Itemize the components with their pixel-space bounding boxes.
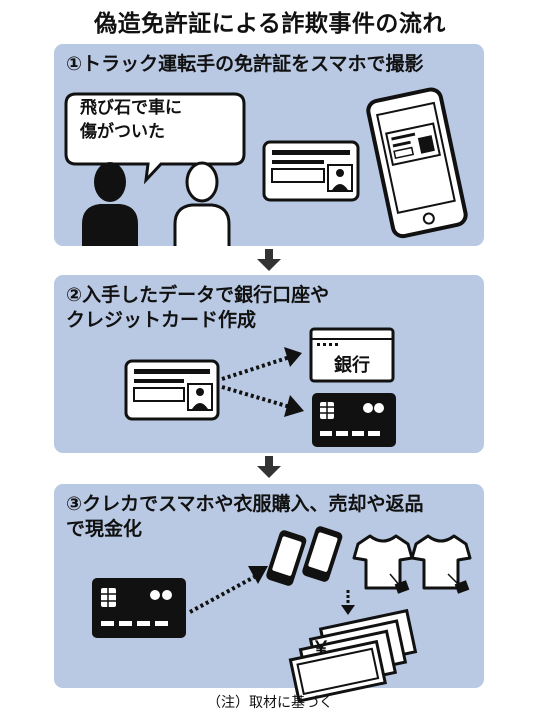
yen-symbol: ￥ <box>312 638 330 659</box>
bank-passbook-icon <box>309 327 395 383</box>
credit-card-icon <box>92 578 186 638</box>
credit-card-icon <box>312 393 396 447</box>
speech-bubble-line-2: 傷がついた <box>80 122 165 142</box>
page-title: 偽造免許証による詐欺事件の流れ <box>94 11 446 37</box>
down-arrow-icon <box>257 249 281 271</box>
step-2-text-line-1: ②入手したデータで銀行口座や <box>66 284 330 306</box>
dotted-down-arrow-icon <box>341 590 355 615</box>
step-3-text-line-2: で現金化 <box>66 518 143 540</box>
bank-label: 銀行 <box>334 355 370 376</box>
cash-bills-icon <box>288 608 418 703</box>
dotted-arrow-to-card-icon <box>221 385 304 417</box>
step-2-text-line-2: クレジットカード作成 <box>66 309 257 331</box>
license-card-icon <box>262 140 360 202</box>
step-2-panel: ②入手したデータで銀行口座や クレジットカード作成 銀行 <box>54 275 484 453</box>
step-1-text: ①トラック運転手の免許証をスマホで撮影 <box>66 53 424 75</box>
license-card-icon <box>124 359 220 421</box>
person-outline-icon <box>173 161 231 246</box>
source-note: （注）取材に基づく <box>207 695 333 711</box>
tshirt-icon <box>410 534 472 594</box>
step-3-text-line-1: ③クレカでスマホや衣服購入、売却や返品 <box>66 493 424 515</box>
smartphone-icon <box>266 530 307 586</box>
down-arrow-icon <box>257 456 281 478</box>
smartphone-icon <box>366 87 468 239</box>
smartphone-icon <box>302 526 343 582</box>
tshirt-icon <box>352 534 414 594</box>
speech-bubble-icon <box>64 92 246 185</box>
speech-bubble-line-1: 飛び石で車に <box>80 98 182 118</box>
step-1-panel: ①トラック運転手の免許証をスマホで撮影 飛び石で車に 傷がついた <box>54 44 484 246</box>
person-dark-icon <box>82 162 138 246</box>
step-3-panel: ③クレカでスマホや衣服購入、売却や返品 で現金化 <box>54 484 484 703</box>
dotted-arrow-to-goods-icon <box>189 566 268 614</box>
dotted-arrow-to-bank-icon <box>221 347 302 381</box>
